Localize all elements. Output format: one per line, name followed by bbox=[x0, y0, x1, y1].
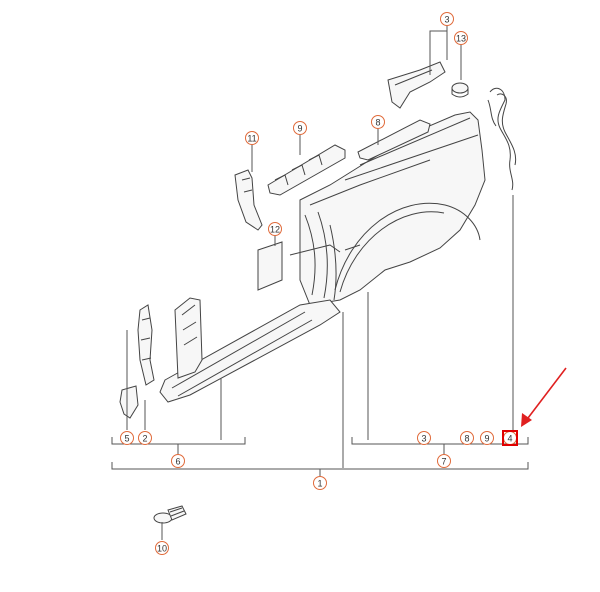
part-11-bracket bbox=[234, 169, 263, 231]
svg-text:4: 4 bbox=[507, 434, 512, 444]
callout-10[interactable]: 10 bbox=[155, 541, 169, 555]
svg-text:1: 1 bbox=[317, 479, 322, 489]
callout-3-top[interactable]: 3 bbox=[440, 12, 454, 26]
callout-9-top[interactable]: 9 bbox=[293, 121, 307, 135]
callout-13[interactable]: 13 bbox=[454, 31, 468, 45]
svg-text:3: 3 bbox=[421, 434, 426, 444]
callout-7[interactable]: 7 bbox=[437, 454, 451, 468]
pointer-arrow bbox=[521, 367, 567, 427]
svg-text:11: 11 bbox=[247, 134, 256, 144]
part-5-bracket bbox=[119, 385, 139, 419]
part-8-rail bbox=[357, 119, 431, 161]
part-9-reinforcement bbox=[267, 144, 346, 196]
part-10-clip bbox=[153, 505, 187, 524]
svg-text:8: 8 bbox=[375, 118, 380, 128]
svg-text:2: 2 bbox=[142, 434, 147, 444]
callout-6[interactable]: 6 bbox=[171, 454, 185, 468]
svg-text:3: 3 bbox=[444, 15, 449, 25]
callout-1[interactable]: 1 bbox=[313, 476, 327, 490]
callout-8-bottom[interactable]: 8 bbox=[460, 431, 474, 445]
part-4-trim bbox=[487, 87, 517, 191]
callout-4[interactable]: 4 bbox=[502, 430, 518, 446]
part-2-bracket bbox=[137, 304, 155, 386]
svg-text:5: 5 bbox=[124, 434, 129, 444]
svg-text:7: 7 bbox=[441, 457, 446, 467]
svg-text:10: 10 bbox=[157, 544, 167, 554]
highlight-box bbox=[502, 430, 518, 446]
svg-text:13: 13 bbox=[456, 34, 466, 44]
svg-text:9: 9 bbox=[484, 434, 489, 444]
svg-text:9: 9 bbox=[297, 124, 302, 134]
callout-3-bottom[interactable]: 3 bbox=[417, 431, 431, 445]
callout-9-bottom[interactable]: 9 bbox=[480, 431, 494, 445]
leader-lines bbox=[111, 26, 529, 540]
part-13-plug bbox=[451, 82, 469, 98]
part-3-bracket bbox=[387, 61, 446, 109]
part-12-patch bbox=[257, 241, 283, 291]
callout-11[interactable]: 11 bbox=[245, 131, 259, 145]
body-side-panel bbox=[159, 111, 486, 403]
callout-2[interactable]: 2 bbox=[138, 431, 152, 445]
callout-8-top[interactable]: 8 bbox=[371, 115, 385, 129]
callout-5[interactable]: 5 bbox=[120, 431, 134, 445]
svg-text:8: 8 bbox=[464, 434, 469, 444]
svg-text:6: 6 bbox=[175, 457, 180, 467]
callout-12[interactable]: 12 bbox=[268, 222, 282, 236]
svg-text:12: 12 bbox=[270, 225, 280, 235]
